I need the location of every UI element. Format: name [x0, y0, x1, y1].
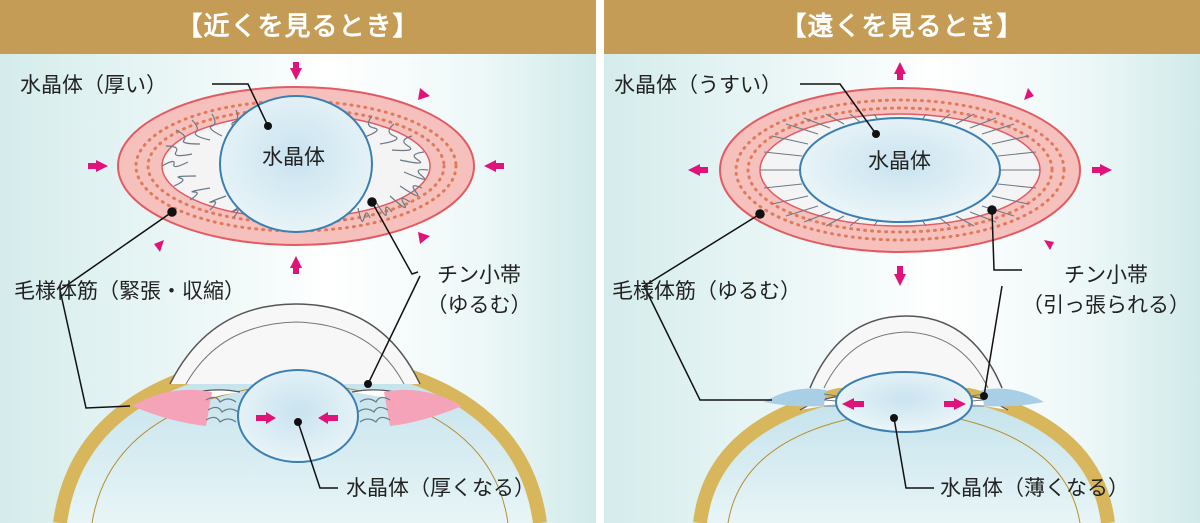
near-lens-top — [219, 95, 373, 233]
far-leader-lines — [643, 83, 1022, 489]
far-outward-arrows — [688, 62, 1112, 286]
near-lens-label: 水晶体 — [262, 145, 325, 169]
near-ciliary-label: 毛様体筋（緊張・収縮） — [14, 279, 245, 303]
far-title: 【遠くを見るとき】 — [780, 12, 1024, 42]
near-diagram — [53, 62, 547, 523]
far-diagram — [643, 62, 1115, 523]
near-title: 【近くを見るとき】 — [176, 12, 420, 42]
far-ciliary-label: 毛様体筋（ゆるむ） — [612, 279, 801, 303]
far-lens-result-label: 水晶体（薄くなる） — [940, 476, 1129, 500]
far-lens-section — [835, 371, 973, 433]
far-title-bar — [604, 0, 1200, 54]
near-vision-panel: 【近くを見るとき】 — [0, 0, 596, 523]
far-zonule-label: チン小帯 — [1064, 263, 1148, 287]
near-zonule-state: （ゆるむ） — [426, 293, 532, 317]
far-zonule-state: （引っ張られる） — [1022, 293, 1190, 317]
near-lens-result-label: 水晶体（厚くなる） — [346, 476, 535, 500]
far-eye-cross-section — [693, 315, 1115, 523]
far-lens-thin-label: 水晶体（うすい） — [614, 73, 782, 97]
far-lens-label: 水晶体 — [868, 149, 931, 173]
near-leader-lines — [59, 83, 421, 489]
near-eye-cross-section — [53, 303, 547, 523]
far-vision-panel: 【遠くを見るとき】 — [604, 0, 1200, 523]
near-lens-thick-label: 水晶体（厚い） — [20, 73, 167, 97]
far-lens-top — [799, 117, 1001, 223]
near-inward-arrows — [88, 62, 504, 274]
near-lens-section — [237, 369, 359, 463]
near-title-bar — [0, 0, 596, 54]
near-zonule-label: チン小帯 — [437, 263, 521, 287]
